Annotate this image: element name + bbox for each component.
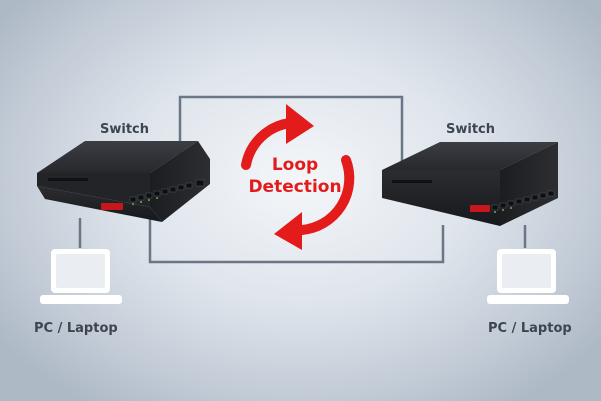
switch-brand-badge bbox=[470, 205, 490, 212]
switch-side bbox=[150, 141, 210, 222]
switch-ports bbox=[129, 179, 205, 203]
switch-left-end bbox=[37, 173, 150, 207]
network-cables bbox=[78, 95, 527, 264]
laptop-display bbox=[502, 254, 551, 288]
loop-detection-label: Loop Detection bbox=[215, 154, 375, 198]
loop-arrows-icon bbox=[241, 104, 355, 250]
laptop-base bbox=[487, 295, 569, 304]
switch-left-end bbox=[382, 170, 500, 226]
switch-top bbox=[37, 141, 198, 173]
left-pc-label: PC / Laptop bbox=[34, 321, 118, 336]
right-switch bbox=[382, 142, 558, 226]
laptop-screen bbox=[51, 249, 110, 293]
bottom-cable bbox=[148, 215, 445, 264]
loop-arrowhead-top bbox=[286, 104, 314, 144]
top-cable bbox=[178, 95, 404, 170]
laptop-base bbox=[40, 295, 122, 304]
loop-arrowhead-bottom bbox=[274, 212, 302, 250]
left-laptop-icon bbox=[40, 249, 122, 304]
switch-ports bbox=[491, 190, 555, 211]
laptop-screen bbox=[497, 249, 556, 293]
loop-arrow-bottom bbox=[297, 155, 355, 235]
switch-front bbox=[37, 186, 162, 222]
loop-label-line2: Detection bbox=[248, 177, 342, 197]
right-pc-label: PC / Laptop bbox=[488, 321, 572, 336]
switch-top bbox=[382, 142, 558, 170]
switch-brand-badge bbox=[101, 203, 123, 210]
left-switch-label: Switch bbox=[100, 122, 150, 137]
switch-leds bbox=[132, 197, 158, 205]
right-switch-label: Switch bbox=[446, 122, 496, 137]
loop-arrow-top bbox=[241, 118, 295, 170]
switch-vent bbox=[48, 178, 88, 181]
laptop-display bbox=[56, 254, 105, 288]
left-switch bbox=[37, 141, 210, 222]
loop-label-line1: Loop bbox=[271, 155, 319, 175]
switch-leds bbox=[494, 207, 512, 213]
right-laptop-icon bbox=[487, 249, 569, 304]
switch-side bbox=[500, 142, 558, 226]
switch-vent bbox=[392, 180, 432, 183]
